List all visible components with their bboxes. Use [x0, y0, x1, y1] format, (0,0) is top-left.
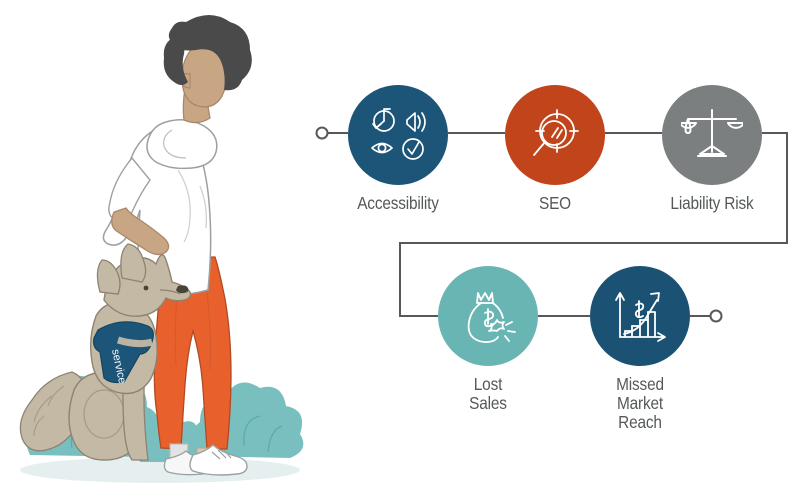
flow-connectors	[315, 126, 788, 323]
missed-market-reach-label: Missed Market Reach	[616, 374, 664, 432]
process-flow: Accessibility SEO	[300, 0, 800, 500]
dog-tail-fur	[33, 385, 65, 437]
lost-sales-label: Lost Sales	[469, 374, 507, 413]
lost-sales-disc[interactable]	[438, 266, 538, 366]
dog-ear-back	[96, 259, 121, 295]
balance-scales-icon	[681, 109, 743, 157]
person-figure	[102, 15, 252, 476]
accessibility-label: Accessibility	[357, 193, 439, 213]
hair-afro-2	[163, 36, 188, 85]
dog-ear-front	[120, 243, 147, 283]
dog-nose	[176, 285, 189, 294]
eye-icon	[371, 142, 393, 154]
flow-node-accessibility[interactable]: Accessibility	[348, 85, 448, 213]
hoodie-folds	[177, 169, 208, 243]
service-dog: service	[19, 243, 192, 461]
shoe-laces	[211, 449, 232, 460]
person-with-service-dog-illustration: service	[19, 15, 304, 483]
hoodie-hood-inner	[163, 129, 187, 159]
growth-chart-icon	[615, 292, 666, 342]
seo-label: SEO	[538, 193, 571, 213]
magnifier-target-icon	[533, 109, 579, 156]
seo-disc[interactable]	[505, 85, 605, 185]
hair-afro	[168, 15, 252, 91]
wheelchair-icon	[372, 108, 395, 132]
missed-market-reach-disc[interactable]	[590, 266, 690, 366]
liability-risk-disc[interactable]	[662, 85, 762, 185]
dog-vest-strap	[116, 336, 153, 348]
accessibility-icons	[371, 108, 426, 160]
hoodie-hood	[146, 119, 218, 170]
dog-snout	[159, 289, 181, 295]
pants	[153, 256, 232, 450]
flow-node-lost-sales[interactable]: Lost Sales	[438, 266, 538, 413]
shoe-front	[189, 444, 248, 476]
accessibility-disc[interactable]	[348, 85, 448, 185]
flow-node-liability-risk[interactable]: Liability Risk	[662, 85, 762, 213]
check-circle-icon	[402, 138, 424, 160]
arm-hand	[111, 207, 170, 256]
flow-end-endpoint	[709, 309, 723, 323]
dog-service-vest	[93, 321, 154, 384]
liability-risk-label: Liability Risk	[670, 193, 754, 213]
flow-node-missed-market-reach[interactable]: Missed Market Reach	[590, 266, 690, 432]
flow-start-endpoint	[315, 126, 329, 140]
sound-icon	[406, 112, 426, 132]
money-bag-icon	[467, 292, 516, 344]
dog-eye	[143, 285, 149, 291]
flow-node-seo[interactable]: SEO	[505, 85, 605, 213]
